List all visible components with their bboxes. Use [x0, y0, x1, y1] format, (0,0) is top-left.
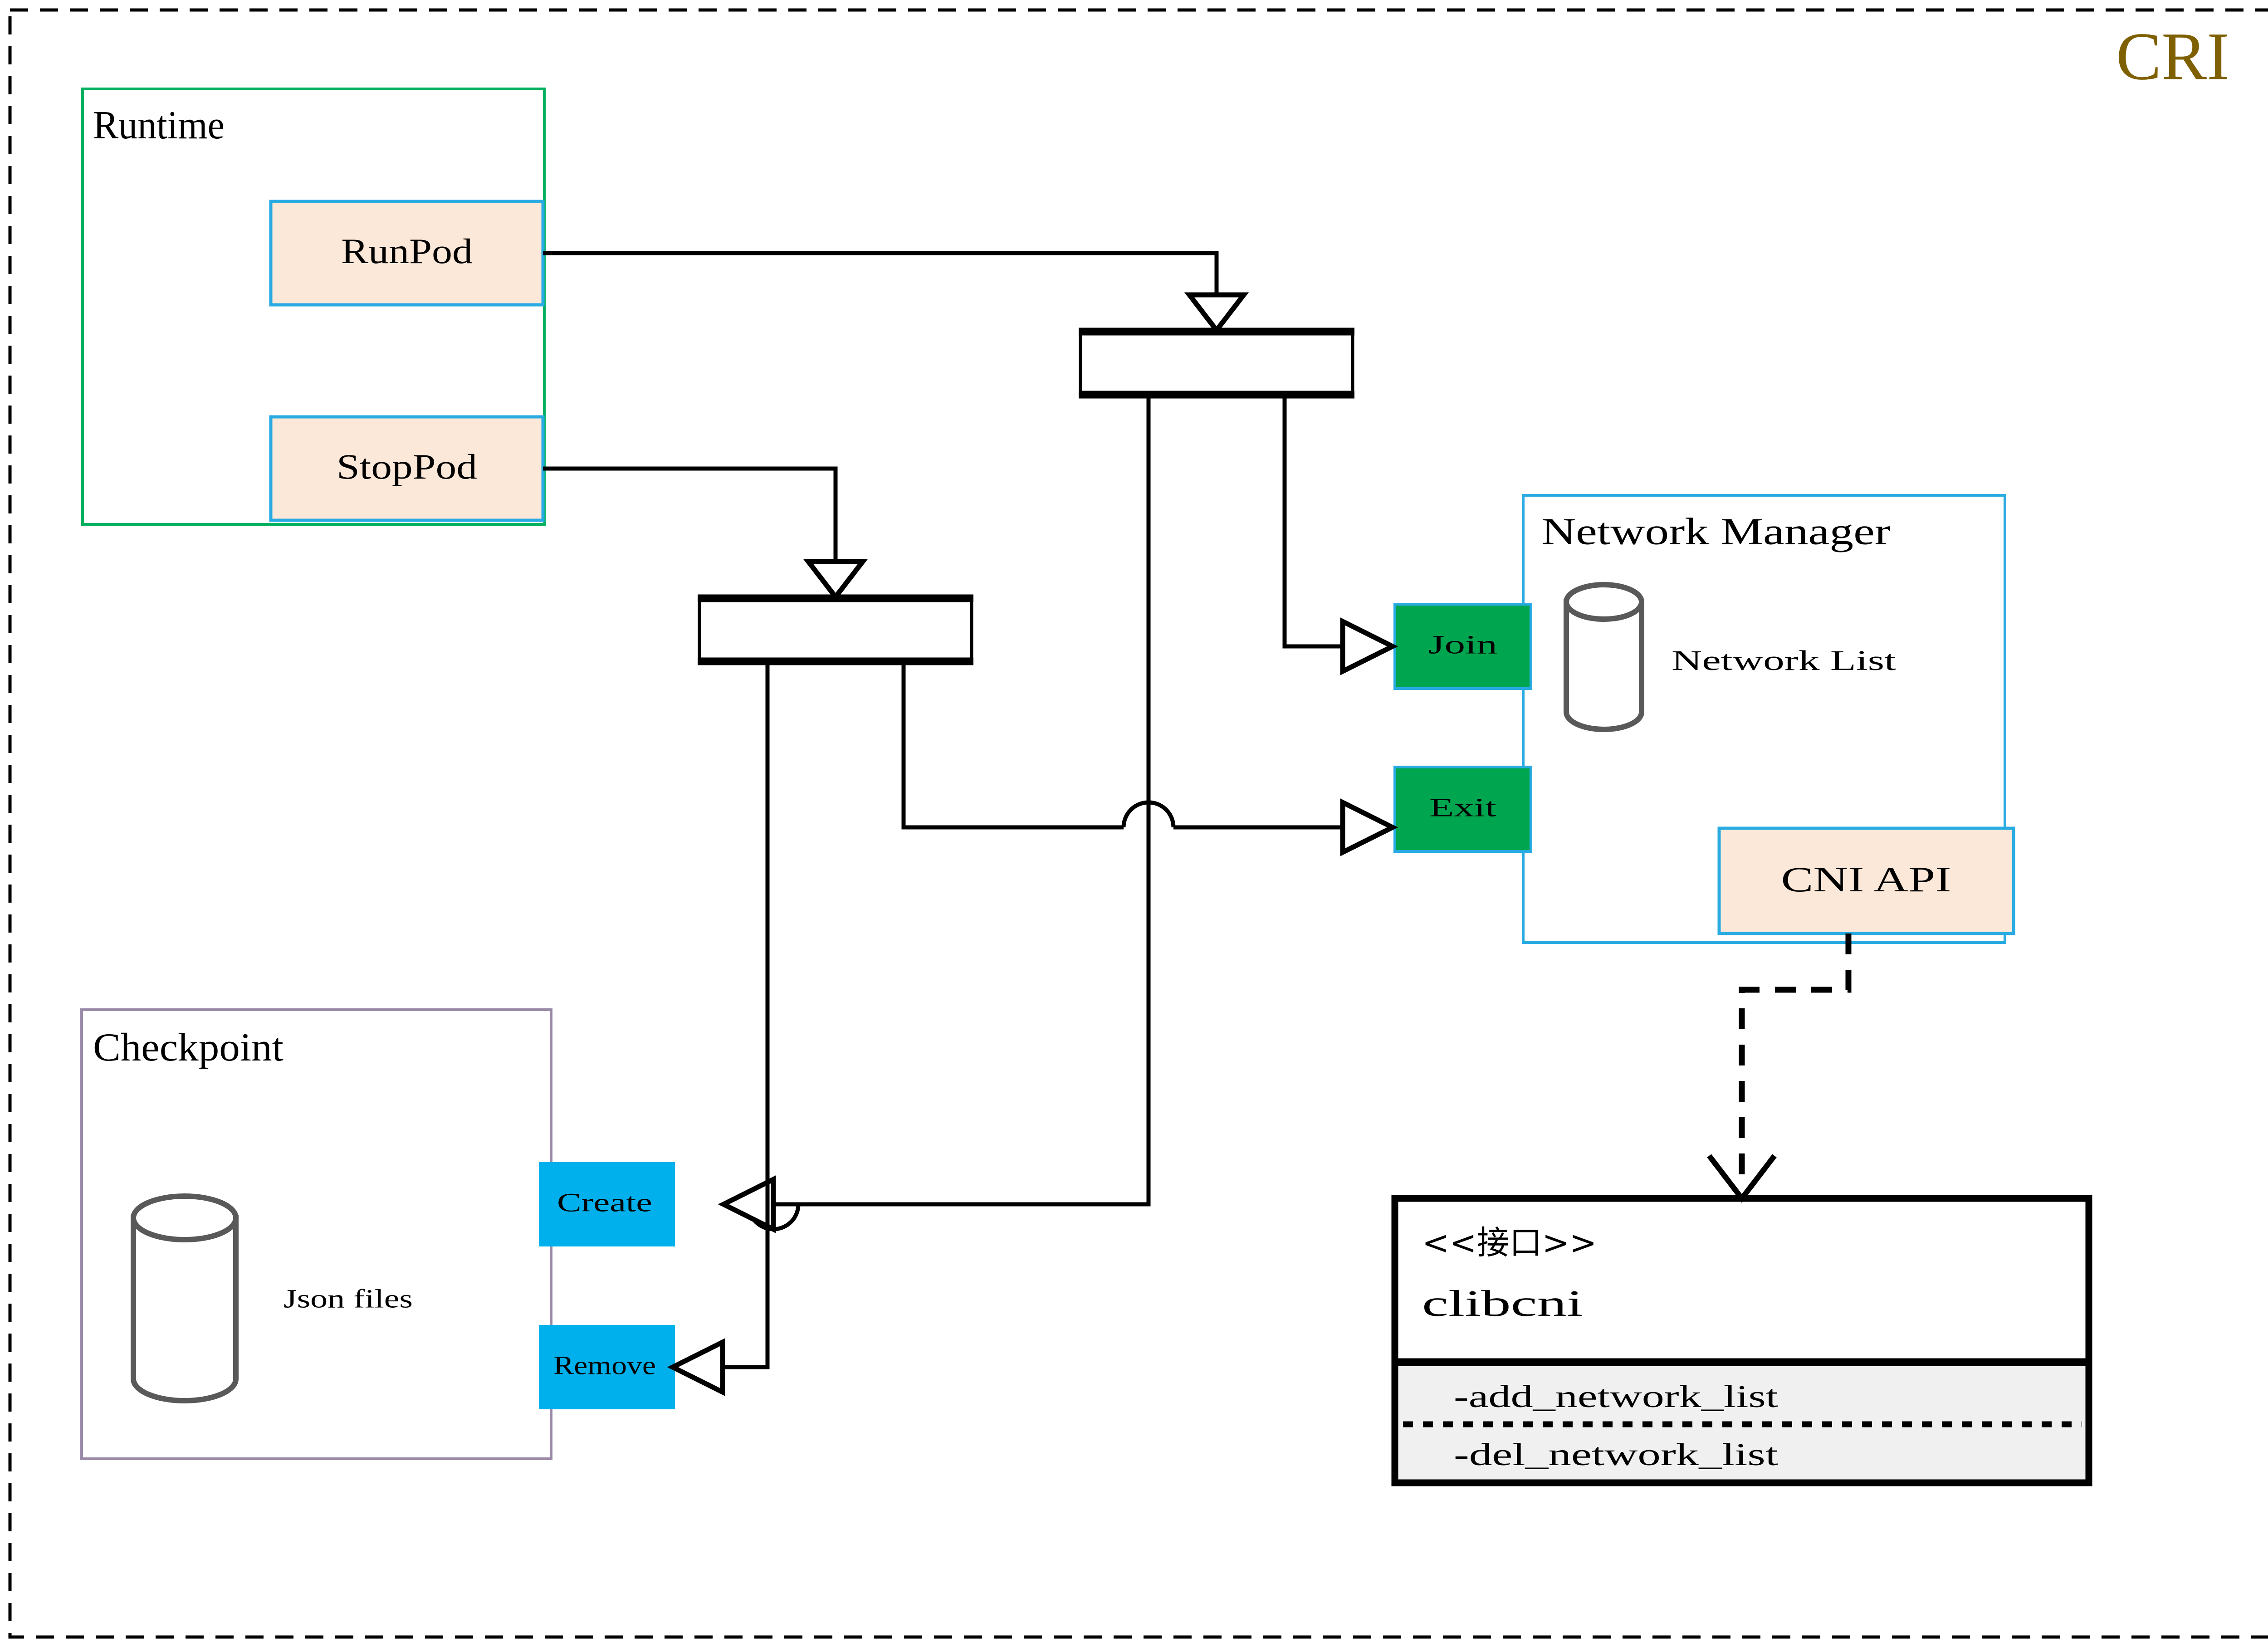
json-files-cylinder-icon [131, 1193, 239, 1403]
checkpoint-op-create[interactable] [539, 1162, 675, 1246]
runtime-op-stoppod[interactable] [269, 415, 545, 522]
checkpoint-op-remove-label: Remove [553, 1350, 656, 1380]
clibcni-name: clibcni [1422, 1283, 1583, 1324]
arrowhead-fork-runpod [1184, 292, 1249, 335]
clibcni-interface-box [1391, 1195, 2092, 1486]
checkpoint-op-remove[interactable] [539, 1325, 675, 1409]
fork-bar-runpod [1079, 327, 1354, 399]
clibcni-method-del: -del_network_list [1454, 1437, 1779, 1472]
edge-fork-runpod-to-create [773, 396, 1151, 1207]
edge-stoppod-to-fork [543, 466, 838, 562]
runtime-op-runpod[interactable] [269, 200, 545, 307]
json-files-label: Json files [284, 1284, 413, 1313]
group-checkpoint-label: Checkpoint [93, 1026, 284, 1070]
cni-api-label: CNI API [1781, 860, 1951, 899]
group-network-manager-label: Network Manager [1541, 510, 1891, 552]
page-title: CRI [2116, 19, 2229, 94]
arrowhead-remove [667, 1338, 725, 1396]
network-list-label: Network List [1672, 645, 1896, 676]
arrowhead-exit [1340, 798, 1398, 856]
network-port-exit-label: Exit [1429, 792, 1496, 822]
line-hop-exit-row [1121, 800, 1176, 828]
edge-fork-runpod-to-join [1282, 396, 1347, 649]
runtime-op-stoppod-label: StopPod [337, 447, 477, 486]
runtime-op-runpod-label: RunPod [341, 231, 473, 271]
arrowhead-join [1340, 617, 1398, 675]
edge-runpod-to-fork [543, 251, 1219, 295]
edge-fork-stoppod-to-remove [720, 663, 770, 1369]
clibcni-stereotype: <<接口>> [1422, 1224, 1597, 1262]
group-runtime-label: Runtime [93, 103, 225, 147]
checkpoint-op-create-label: Create [557, 1188, 652, 1217]
edge-fork-stoppod-to-exit [901, 663, 1124, 830]
network-list-cylinder-icon [1564, 582, 1644, 732]
network-port-join-label: Join [1428, 630, 1497, 659]
network-port-exit[interactable] [1393, 766, 1532, 853]
arrowhead-fork-stoppod [803, 559, 868, 601]
edge-cni-api-to-clibcni [1739, 933, 1852, 1179]
cni-api-box[interactable] [1717, 826, 2015, 935]
fork-bar-stoppod [698, 594, 973, 665]
clibcni-method-add: -add_network_list [1454, 1379, 1779, 1414]
network-port-join[interactable] [1393, 603, 1532, 690]
arrowhead-clibcni [1707, 1154, 1777, 1203]
arrowhead-create [718, 1175, 776, 1233]
